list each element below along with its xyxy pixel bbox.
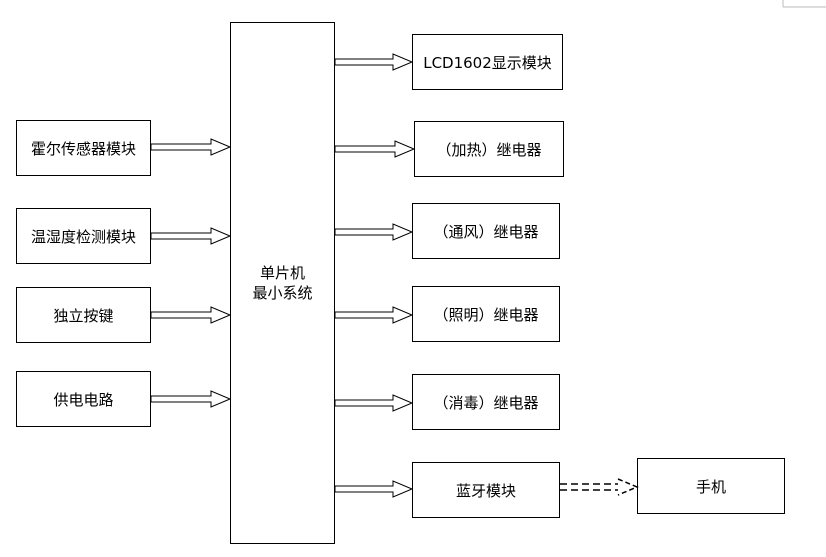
crop-mark	[782, 0, 826, 8]
mcu-label-line1: 单片机	[259, 264, 305, 282]
phone-box: 手机	[637, 458, 785, 514]
phone-label: 手机	[695, 477, 726, 496]
arrow-buttons-to-mcu	[150, 306, 232, 324]
output-label: （照明）继电器	[433, 305, 539, 324]
arrow-temp-to-mcu	[150, 227, 232, 245]
input-box-hall-sensor: 霍尔传感器模块	[16, 120, 151, 176]
arrow-mcu-to-lighting	[334, 306, 414, 324]
output-label: （加热）继电器	[436, 140, 542, 159]
arrow-hall-to-mcu	[150, 138, 232, 156]
arrow-mcu-to-bluetooth	[334, 480, 414, 498]
mcu-label-line2: 最小系统	[252, 284, 313, 302]
input-box-temp-humidity: 温湿度检测模块	[16, 208, 151, 264]
output-label: （消毒）继电器	[433, 393, 539, 412]
output-box-ventilation-relay: （通风）继电器	[412, 203, 560, 259]
input-label: 温湿度检测模块	[30, 227, 136, 246]
arrow-mcu-to-disinfection	[334, 394, 414, 412]
arrow-mcu-to-heating	[334, 140, 416, 158]
output-box-heating-relay: （加热）继电器	[414, 121, 564, 177]
arrow-mcu-to-ventilation	[334, 223, 414, 241]
output-box-disinfection-relay: （消毒）继电器	[412, 374, 560, 430]
output-label: （通风）继电器	[433, 222, 539, 241]
input-label: 独立按键	[53, 306, 114, 325]
arrow-mcu-to-lcd	[334, 53, 414, 71]
input-box-power: 供电电路	[16, 371, 151, 427]
output-box-lighting-relay: （照明）继电器	[412, 286, 560, 342]
input-label: 供电电路	[53, 390, 114, 409]
input-label: 霍尔传感器模块	[30, 139, 136, 158]
output-box-bluetooth: 蓝牙模块	[412, 462, 560, 518]
arrow-power-to-mcu	[150, 390, 232, 408]
output-label: LCD1602显示模块	[423, 53, 552, 72]
output-label: 蓝牙模块	[455, 481, 516, 500]
mcu-block: 单片机 最小系统	[230, 22, 335, 544]
arrow-bluetooth-to-phone	[560, 478, 639, 496]
